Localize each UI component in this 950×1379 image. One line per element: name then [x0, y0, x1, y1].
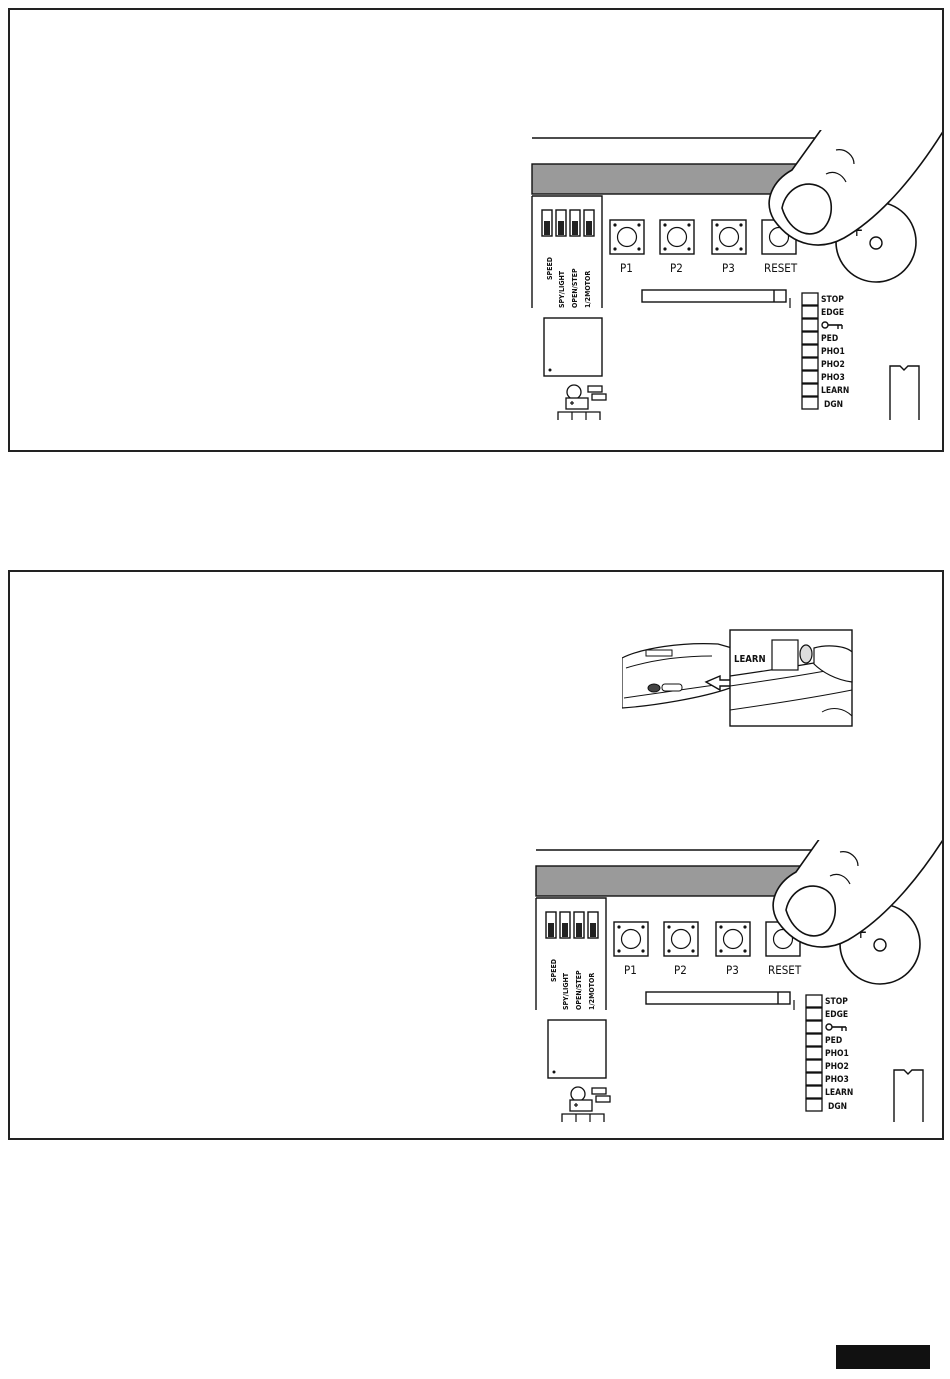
terminal-label-dgn: DGN	[828, 1102, 847, 1112]
figure-panel-bottom: LEARN SPEED SPY/LIGHT OPEN/STEP 1/2MOTOR…	[8, 570, 944, 1140]
small-components	[562, 1087, 610, 1122]
button-p3	[712, 220, 746, 254]
figure-panel-top: SPEED SPY/LIGHT OPEN/STEP 1/2MOTOR P1 P2…	[8, 8, 944, 452]
control-board-diagram-2: SPEED SPY/LIGHT OPEN/STEP 1/2MOTOR P1 P2…	[528, 840, 944, 1140]
button-label-p1: P1	[624, 963, 637, 977]
terminal-label-pho3: PHO3	[825, 1075, 849, 1085]
dip-label-speed: SPEED	[546, 257, 554, 280]
terminal-label-edge: EDGE	[821, 308, 844, 318]
board-strip	[532, 164, 804, 194]
key-icon	[822, 322, 842, 329]
button-label-reset: RESET	[768, 963, 802, 977]
button-label-p2: P2	[674, 963, 687, 977]
dip-label-open-step: OPEN/STEP	[571, 268, 579, 308]
terminal-label-pho1: PHO1	[821, 347, 845, 357]
board-strip	[536, 866, 808, 896]
inset-zoom-box	[730, 630, 852, 726]
ic-socket	[894, 1070, 923, 1122]
dip-label-spy-light: SPY/LIGHT	[562, 972, 570, 1010]
terminal-block	[806, 995, 822, 1111]
terminal-label-dgn: DGN	[824, 400, 843, 410]
terminal-label-stop: STOP	[825, 997, 848, 1007]
terminal-label-learn: LEARN	[825, 1088, 853, 1098]
terminal-label-pho2: PHO2	[825, 1062, 849, 1072]
button-label-p3: P3	[726, 963, 739, 977]
terminal-label-pho3: PHO3	[821, 373, 845, 383]
chip	[544, 318, 602, 376]
ic-socket	[890, 366, 919, 420]
terminal-label-pho2: PHO2	[821, 360, 845, 370]
terminal-block	[802, 293, 818, 409]
button-p2	[664, 922, 698, 956]
button-p1	[614, 922, 648, 956]
button-p3	[716, 922, 750, 956]
button-label-reset: RESET	[764, 261, 798, 275]
terminal-label-learn: LEARN	[821, 386, 849, 396]
remote-learn-inset: LEARN	[622, 626, 862, 730]
finger-pointer-icon	[769, 130, 944, 245]
terminal-label-pho1: PHO1	[825, 1049, 849, 1059]
dip-label-open-step: OPEN/STEP	[575, 970, 583, 1010]
key-icon	[826, 1024, 846, 1031]
button-p1	[610, 220, 644, 254]
button-p2	[660, 220, 694, 254]
terminal-label-stop: STOP	[821, 295, 844, 305]
dip-label-spy-light: SPY/LIGHT	[558, 270, 566, 308]
connector-slot	[642, 290, 790, 308]
button-label-p3: P3	[722, 261, 735, 275]
chip	[548, 1020, 606, 1078]
remote-control-body	[622, 644, 732, 708]
page-tab-marker	[836, 1345, 930, 1369]
button-label-p1: P1	[620, 261, 633, 275]
terminal-label-ped: PED	[825, 1036, 842, 1046]
terminal-label-ped: PED	[821, 334, 838, 344]
dip-label-1-2motor: 1/2MOTOR	[588, 973, 596, 1010]
connector-slot	[646, 992, 794, 1010]
dip-label-1-2motor: 1/2MOTOR	[584, 271, 592, 308]
inset-learn-label: LEARN	[734, 654, 766, 665]
terminal-label-edge: EDGE	[825, 1010, 848, 1020]
button-label-p2: P2	[670, 261, 683, 275]
dip-label-speed: SPEED	[550, 959, 558, 982]
control-board-diagram: SPEED SPY/LIGHT OPEN/STEP 1/2MOTOR P1 P2…	[524, 130, 944, 450]
small-components	[558, 385, 606, 420]
